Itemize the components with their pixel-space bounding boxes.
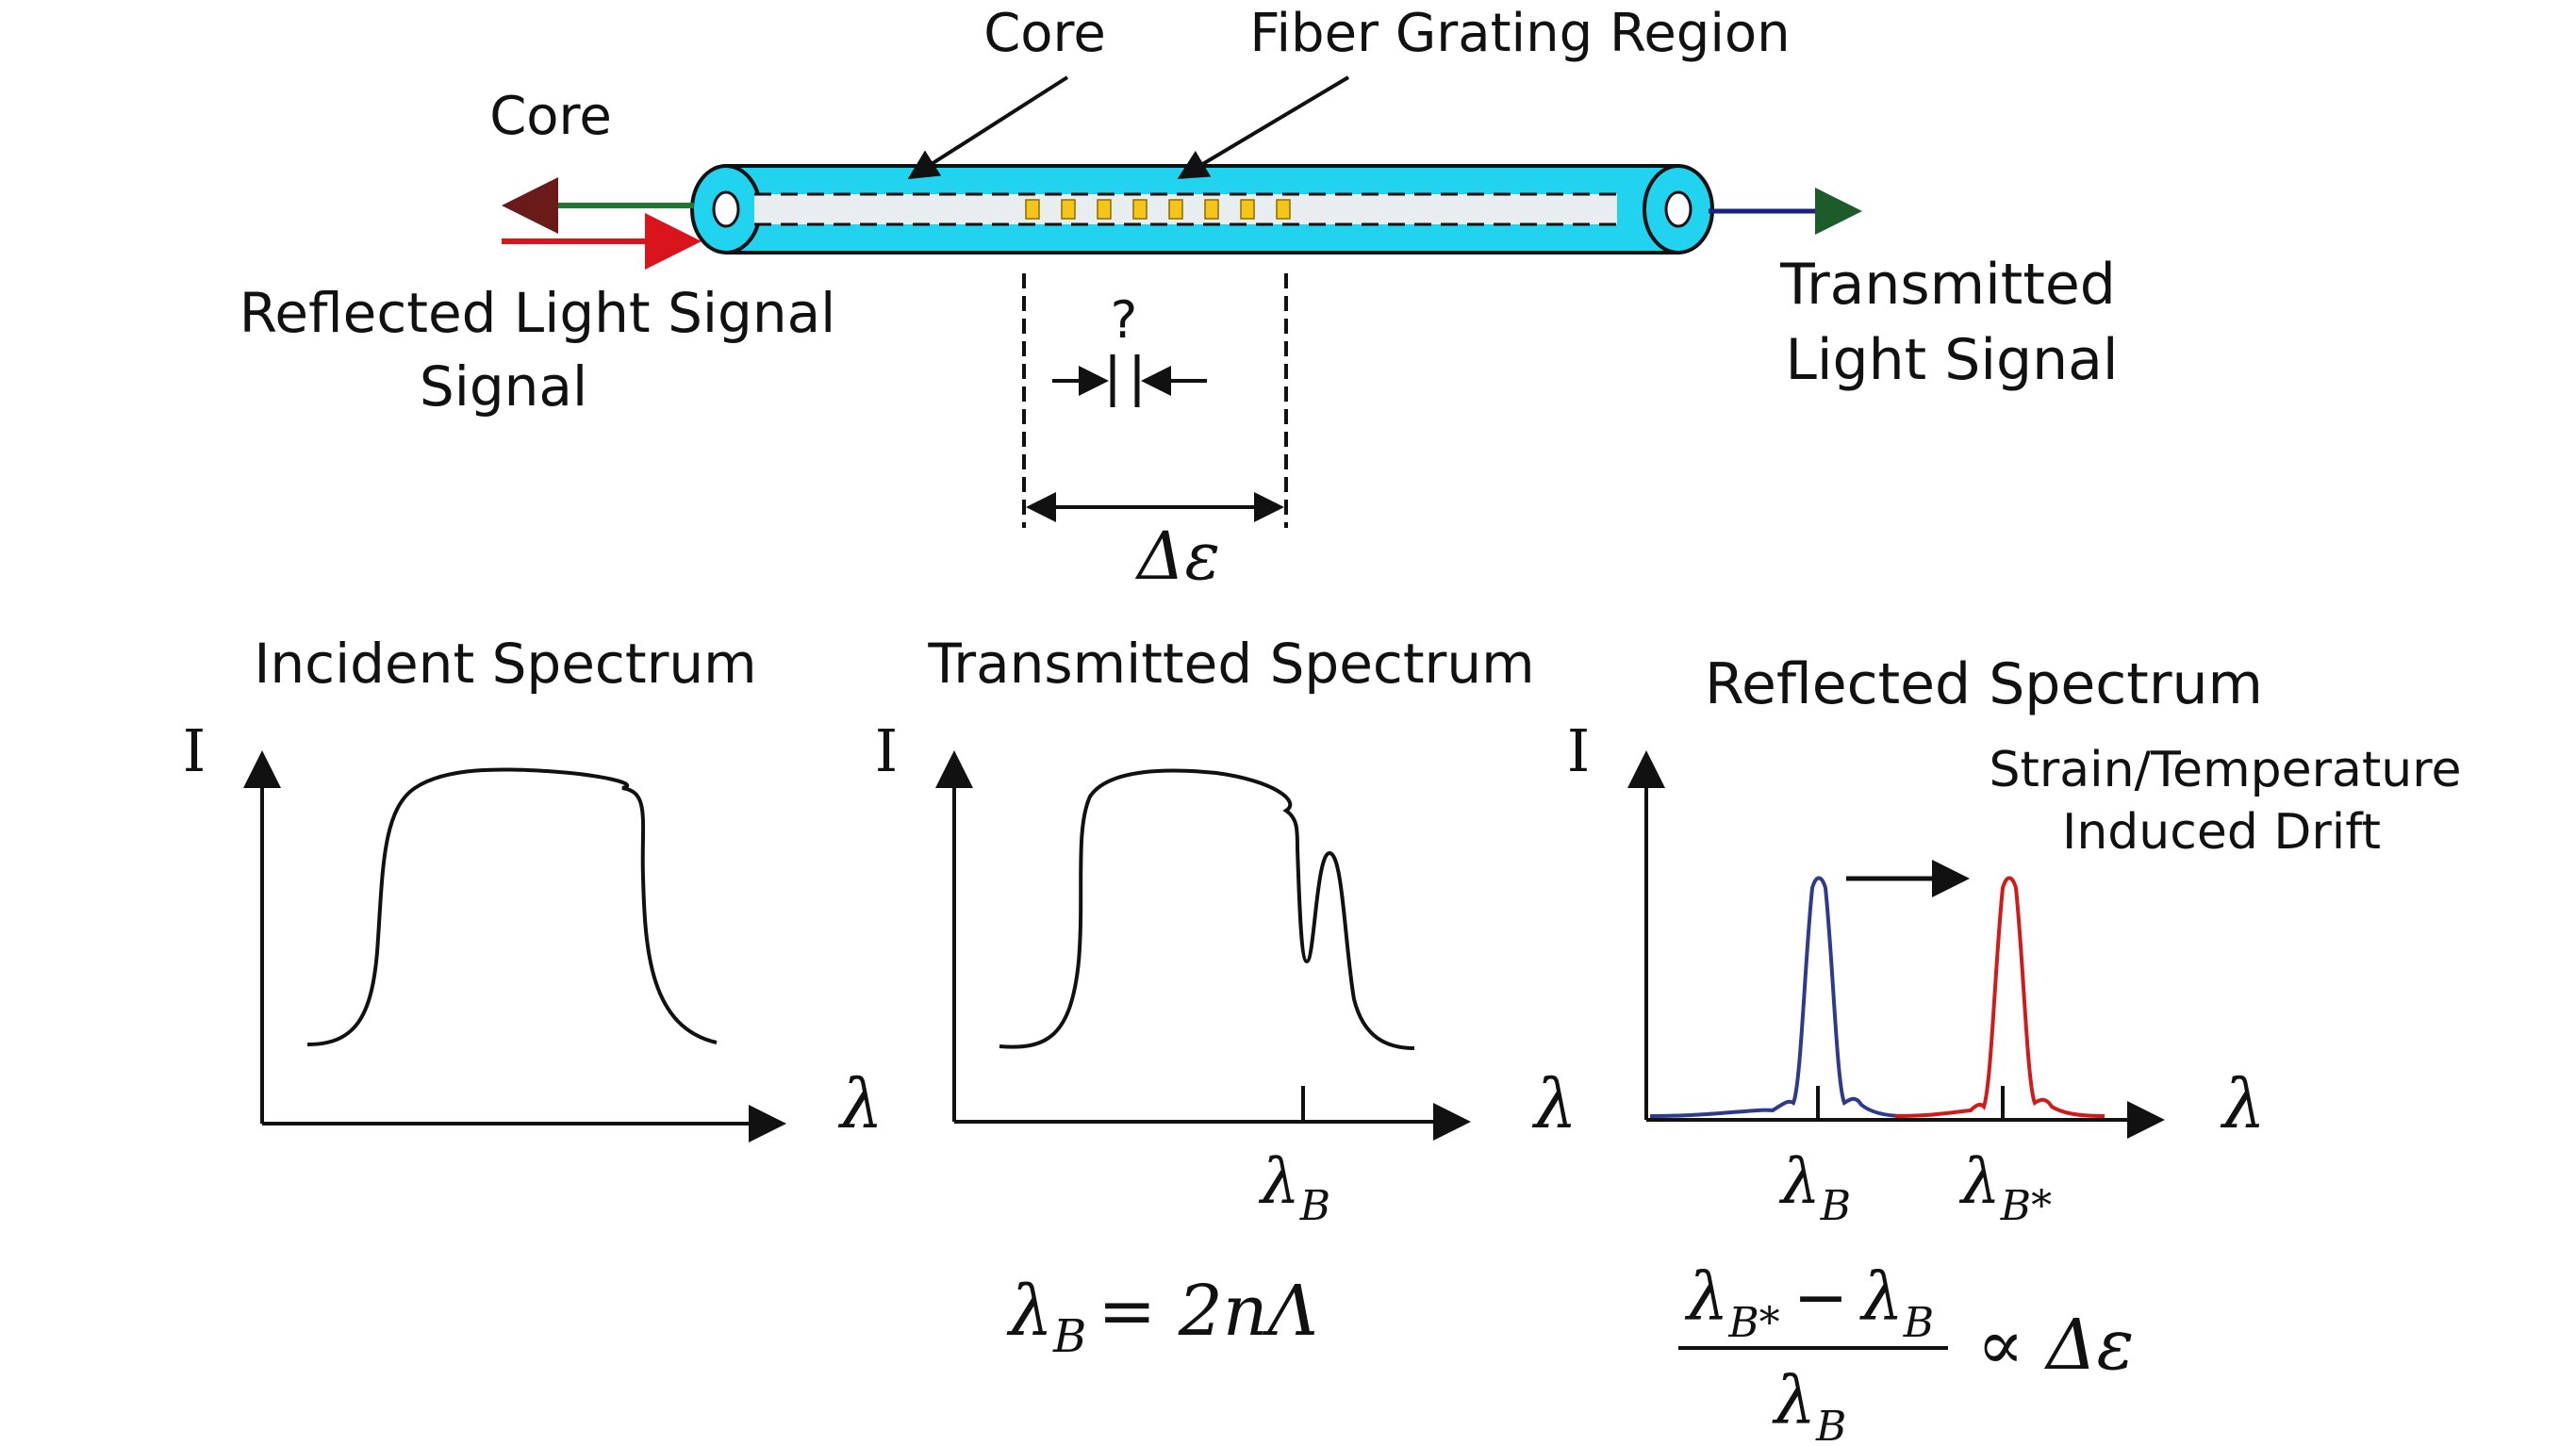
- reflected-label-line2: Signal: [420, 354, 587, 419]
- transmitted-y-axis-label: I: [875, 716, 899, 785]
- incident-title: Incident Spectrum: [254, 632, 756, 696]
- reflected-tick2-label: λB*: [1958, 1145, 2052, 1230]
- incident-x-axis-label: λ: [837, 1064, 883, 1143]
- incident-panel: Incident Spectrum I λ: [183, 632, 883, 1143]
- strain-ratio-equation: λB*−λB λB ∝ Δε: [1678, 1258, 2134, 1446]
- transmitted-tick-label: λB: [1258, 1145, 1330, 1230]
- drift-label-line1: Strain/Temperature: [1990, 742, 2462, 798]
- reflected-panel: Reflected Spectrum I λ Strain/Temperatur…: [1567, 651, 2462, 1446]
- reflected-x-axis-label: λ: [2220, 1064, 2266, 1143]
- fiber-core: [754, 194, 1617, 224]
- original-peak-curve: [1649, 876, 1906, 1118]
- core-label-top: Core: [983, 3, 1106, 64]
- fiber-left-core-hole: [712, 190, 740, 228]
- grating-blocks: [1025, 199, 1291, 220]
- transmitted-panel: Transmitted Spectrum I λ λB λB= 2nΛ: [875, 632, 1577, 1363]
- reflected-title: Reflected Spectrum: [1705, 651, 2263, 717]
- transmitted-title: Transmitted Spectrum: [927, 632, 1534, 696]
- core-label-left: Core: [489, 86, 612, 147]
- transmitted-spectrum-curve: [999, 768, 1415, 1050]
- fiber-right-core-hole: [1664, 190, 1693, 228]
- drift-label-line2: Induced Drift: [2062, 804, 2381, 861]
- svg-text:λB: λB: [1772, 1362, 1847, 1446]
- svg-text:∝ Δε: ∝ Δε: [1977, 1305, 2135, 1386]
- grating-label: Fiber Grating Region: [1249, 3, 1790, 64]
- strain-label: Δε: [1134, 518, 1220, 595]
- incident-y-axis-label: I: [183, 716, 206, 785]
- bragg-equation: λB= 2nΛ: [1006, 1271, 1318, 1363]
- reflected-tick1-label: λB: [1778, 1145, 1851, 1230]
- period-label: ?: [1111, 290, 1138, 350]
- core-pointer-arrow: [907, 75, 1069, 180]
- transmitted-label-line2: Light Signal: [1785, 327, 2118, 393]
- transmitted-label-line1: Transmitted: [1779, 252, 2116, 318]
- transmitted-x-axis-label: λ: [1531, 1064, 1577, 1143]
- fiber-section: Core Fiber Grating Region Core Reflected…: [239, 3, 2119, 595]
- shifted-peak-curve: [1894, 876, 2105, 1118]
- svg-text:λB*−λB: λB*−λB: [1684, 1258, 1934, 1347]
- grating-pointer-arrow: [1177, 75, 1350, 180]
- incident-spectrum-curve: [306, 767, 718, 1046]
- reflected-y-axis-label: I: [1567, 716, 1591, 785]
- reflected-label-line1: Reflected Light Signal: [239, 281, 836, 345]
